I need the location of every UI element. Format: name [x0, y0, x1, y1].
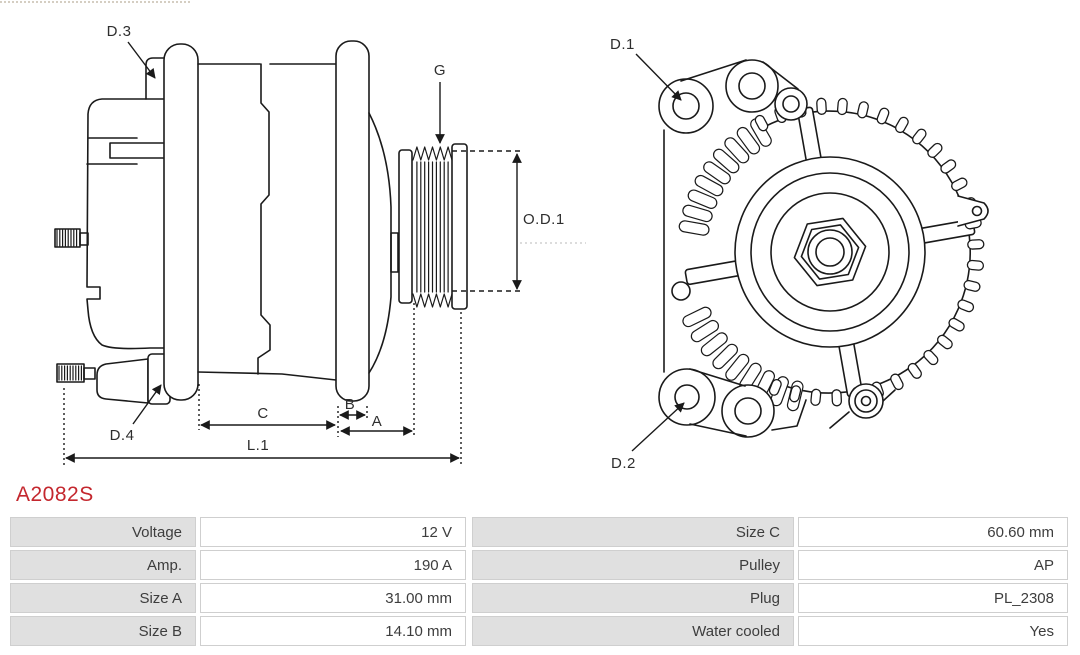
dim-label-d3: D.3 — [107, 23, 132, 40]
spec-value: AP — [798, 550, 1068, 580]
dim-label-d2: D.2 — [611, 455, 636, 472]
front-bracket-flange — [335, 40, 370, 402]
alternator-technical-drawing: D.3 G D.4 D.1 D.2 O.D.1 C — [54, 23, 989, 472]
spec-tables: Voltage 12 V Amp. 190 A Size A 31.00 mm … — [10, 517, 1068, 646]
spec-label: Amp. — [10, 550, 196, 580]
rear-bracket-flange — [163, 43, 199, 401]
dim-label-d4: D.4 — [110, 427, 135, 444]
spec-label: Voltage — [10, 517, 196, 547]
pulley-right-flange — [451, 143, 468, 310]
rear-connector — [109, 142, 164, 159]
housing-seam — [257, 63, 271, 375]
spec-table-right: Size C 60.60 mm Pulley AP Plug PL_2308 W… — [472, 517, 1068, 646]
spec-value: 190 A — [200, 550, 466, 580]
spec-value: 14.10 mm — [200, 616, 466, 646]
hole-d2 — [674, 384, 700, 410]
spec-label: Size C — [472, 517, 794, 547]
stud-threads — [56, 229, 83, 381]
spec-label: Water cooled — [472, 616, 794, 646]
side-hole — [671, 281, 691, 301]
dim-label-c: C — [257, 405, 268, 422]
spec-label: Pulley — [472, 550, 794, 580]
page-top-artifact — [0, 1, 190, 3]
mounting-lug-d1 — [658, 78, 714, 134]
dim-label-od1: O.D.1 — [523, 211, 565, 228]
pulley-left-flange — [398, 149, 413, 304]
dim-label-b: B — [345, 396, 356, 413]
shaft-hub — [368, 112, 392, 374]
plug-connector — [96, 358, 149, 404]
part-number-title: A2082S — [16, 483, 94, 506]
pulley-grooves — [412, 146, 453, 308]
rear-cover — [86, 98, 165, 350]
dim-label-g: G — [434, 62, 446, 79]
spec-value: Yes — [798, 616, 1068, 646]
dim-label-d1: D.1 — [610, 36, 635, 53]
alternator-rear-view — [658, 59, 989, 438]
rear-cover-lug — [145, 57, 165, 100]
alternator-side-view — [54, 40, 468, 405]
mounting-lug-d2 — [658, 368, 716, 426]
spec-value: 12 V — [200, 517, 466, 547]
spec-value: 60.60 mm — [798, 517, 1068, 547]
spec-table-left: Voltage 12 V Amp. 190 A Size A 31.00 mm … — [10, 517, 466, 646]
mounting-lug-right — [848, 383, 884, 419]
spec-label: Size A — [10, 583, 196, 613]
dim-label-l1: L.1 — [247, 437, 269, 454]
callouts: D.3 G D.4 D.1 D.2 O.D.1 C — [63, 23, 685, 472]
spec-label: Size B — [10, 616, 196, 646]
spec-label: Plug — [472, 583, 794, 613]
hole-d1 — [672, 92, 700, 120]
pulley-face — [734, 156, 926, 348]
shaft-nut — [793, 217, 867, 287]
dim-label-a: A — [372, 413, 383, 430]
spec-value: PL_2308 — [798, 583, 1068, 613]
spec-value: 31.00 mm — [200, 583, 466, 613]
